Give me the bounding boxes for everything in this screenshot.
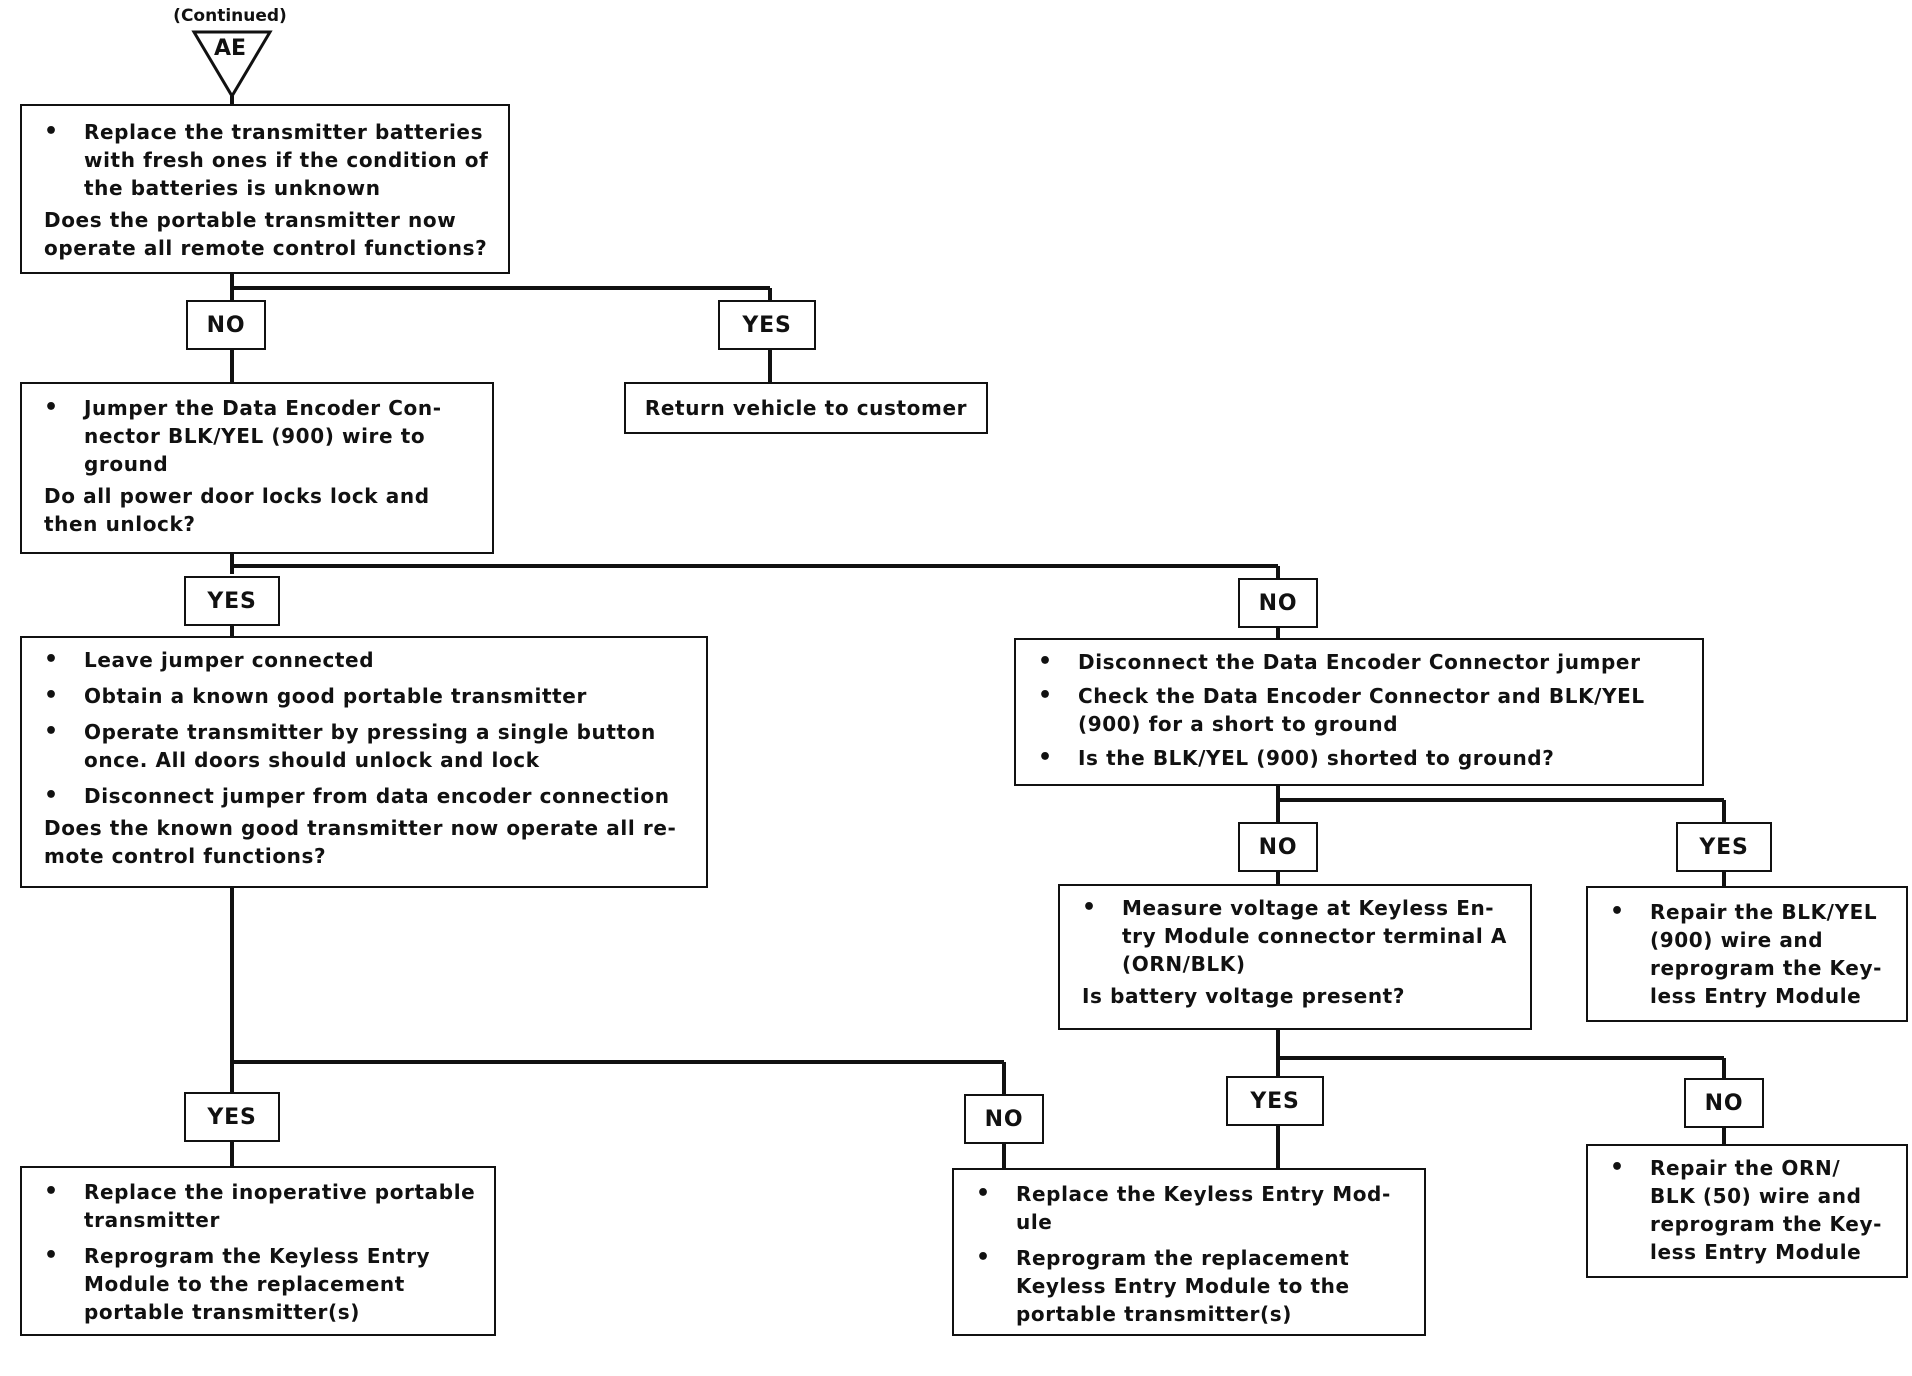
continued-label: (Continued) [173, 6, 287, 26]
decision-no-label: NO [1238, 578, 1318, 628]
step-jumper-data-encoder: Jumper the Data Encoder Con-nector BLK/Y… [20, 382, 494, 554]
step-known-good-transmitter: Leave jumper connected Obtain a known go… [20, 636, 708, 888]
question-text: Is battery voltage present? [1082, 984, 1406, 1008]
bullet-item: Repair the BLK/YEL (900) wire and reprog… [1588, 898, 1906, 1010]
bullet-item: Operate transmitter by pressing a single… [22, 718, 706, 774]
step-return-vehicle: Return vehicle to customer [624, 382, 988, 434]
bullet-item: Disconnect the Data Encoder Connector ju… [1016, 648, 1702, 676]
decision-yes-label: YES [1676, 822, 1772, 872]
step-repair-orn-blk: Repair the ORN/ BLK (50) wire and reprog… [1586, 1144, 1908, 1278]
step-measure-voltage: Measure voltage at Keyless En-try Module… [1058, 884, 1532, 1030]
decision-yes-label: YES [184, 1092, 280, 1142]
decision-yes-label: YES [718, 300, 816, 350]
bullet-item: Jumper the Data Encoder Con-nector BLK/Y… [22, 394, 492, 478]
bullet-item: Disconnect jumper from data encoder conn… [22, 782, 706, 810]
decision-no-label: NO [1238, 822, 1318, 872]
bullet-item: Replace the inoperative portable transmi… [22, 1178, 494, 1234]
step-replace-batteries: Replace the transmitter batteries with f… [20, 104, 510, 274]
bullet-item: Replace the Keyless Entry Mod-ule [954, 1180, 1424, 1236]
connector-ae-label: AE [213, 36, 247, 61]
bullet-item: Replace the transmitter batteries with f… [22, 118, 508, 202]
box-text: Return vehicle to customer [644, 396, 968, 420]
bullet-item: Check the Data Encoder Connector and BLK… [1016, 682, 1702, 738]
bullet-item: Leave jumper connected [22, 646, 706, 674]
step-replace-keyless-module: Replace the Keyless Entry Mod-ule Reprog… [952, 1168, 1426, 1336]
decision-no-label: NO [186, 300, 266, 350]
decision-yes-label: YES [184, 576, 280, 626]
decision-yes-label: YES [1226, 1076, 1324, 1126]
bullet-item: Is the BLK/YEL (900) shorted to ground? [1016, 744, 1702, 772]
question-text: Do all power door locks lock and then un… [44, 484, 430, 536]
decision-no-label: NO [964, 1094, 1044, 1144]
question-text: Does the portable transmitter now operat… [44, 208, 488, 260]
bullet-item: Obtain a known good portable transmitter [22, 682, 706, 710]
bullet-item: Repair the ORN/ BLK (50) wire and reprog… [1588, 1154, 1906, 1266]
bullet-item: Reprogram the replacement Keyless Entry … [954, 1244, 1424, 1328]
step-repair-blk-yel: Repair the BLK/YEL (900) wire and reprog… [1586, 886, 1908, 1022]
bullet-item: Reprogram the Keyless Entry Module to th… [22, 1242, 494, 1326]
question-text: Does the known good transmitter now oper… [44, 816, 677, 868]
bullet-item: Measure voltage at Keyless En-try Module… [1060, 894, 1530, 978]
step-check-short-to-ground: Disconnect the Data Encoder Connector ju… [1014, 638, 1704, 786]
step-replace-transmitter: Replace the inoperative portable transmi… [20, 1166, 496, 1336]
decision-no-label: NO [1684, 1078, 1764, 1128]
